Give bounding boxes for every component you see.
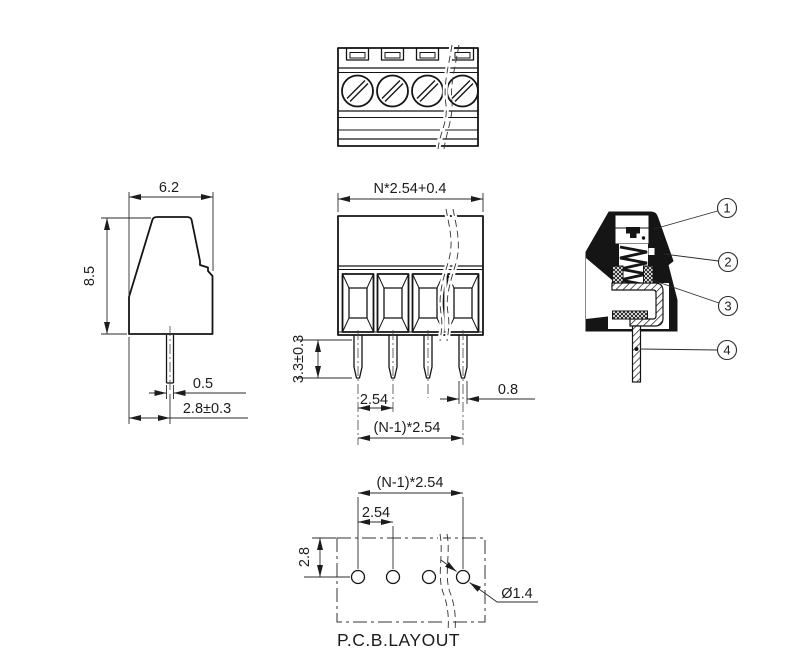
screw-head bbox=[615, 215, 649, 244]
clamp-plate bbox=[612, 310, 648, 320]
front-pins bbox=[353, 330, 468, 445]
side-pin bbox=[165, 326, 175, 392]
dim-side-pin-offset: 2.8±0.3 bbox=[183, 401, 231, 417]
screw-heads bbox=[341, 74, 479, 108]
dim-side-width: 6.2 bbox=[159, 180, 179, 196]
dim-side-pin-width: 0.5 bbox=[193, 376, 213, 392]
clamp-nut-left bbox=[612, 265, 624, 284]
callout-1-number: 1 bbox=[723, 201, 730, 216]
break-line bbox=[437, 44, 453, 150]
dim-front-total-width: N*2.54+0.4 bbox=[374, 181, 447, 197]
wire-entry-funnel bbox=[586, 258, 612, 319]
callout-4-number: 4 bbox=[723, 343, 730, 358]
dim-front-pin-length: 3.3±0.3 bbox=[291, 335, 307, 383]
break-line bbox=[439, 208, 452, 342]
dim-front-span: (N-1)*2.54 bbox=[374, 420, 441, 436]
side-view: 6.2 8.5 0.5 2.8±0.3 bbox=[82, 180, 248, 424]
break-line bbox=[439, 533, 449, 632]
board-outline bbox=[336, 537, 486, 623]
front-view: N*2.54+0.4 3.3±0.3 2.54 0.8 (N-1)*2.54 bbox=[291, 181, 535, 445]
dim-pcb-hole-diameter: Ø1.4 bbox=[501, 586, 532, 602]
callout-3 bbox=[717, 295, 739, 317]
dim-front-pin-width: 0.8 bbox=[498, 382, 518, 398]
callouts: 1 2 3 4 bbox=[639, 197, 739, 361]
pcb-layout: (N-1)*2.54 2.54 2.8 Ø1.4 P.C.B.LAYOUT bbox=[297, 475, 538, 650]
dim-front-pitch: 2.54 bbox=[360, 392, 388, 408]
section-pin bbox=[631, 325, 642, 383]
dim-pcb-pitch: 2.54 bbox=[362, 505, 390, 521]
pcb-layout-title: P.C.B.LAYOUT bbox=[337, 630, 460, 650]
dim-pcb-span: (N-1)*2.54 bbox=[377, 475, 444, 491]
section-view: 1 2 3 4 bbox=[585, 197, 739, 383]
mounting-holes bbox=[350, 569, 471, 585]
side-body-outline bbox=[128, 216, 214, 335]
dim-pcb-row: 2.8 bbox=[297, 547, 313, 567]
front-body-outline bbox=[337, 215, 484, 336]
wire-slot-openings bbox=[345, 47, 475, 61]
callout-3-number: 3 bbox=[724, 299, 731, 314]
dim-side-height: 8.5 bbox=[82, 266, 98, 286]
callout-2 bbox=[717, 251, 739, 273]
callout-2-number: 2 bbox=[724, 255, 731, 270]
callout-1 bbox=[716, 197, 738, 219]
top-view bbox=[337, 44, 479, 150]
clamp-nut-right bbox=[643, 265, 654, 284]
callout-4 bbox=[716, 339, 738, 361]
